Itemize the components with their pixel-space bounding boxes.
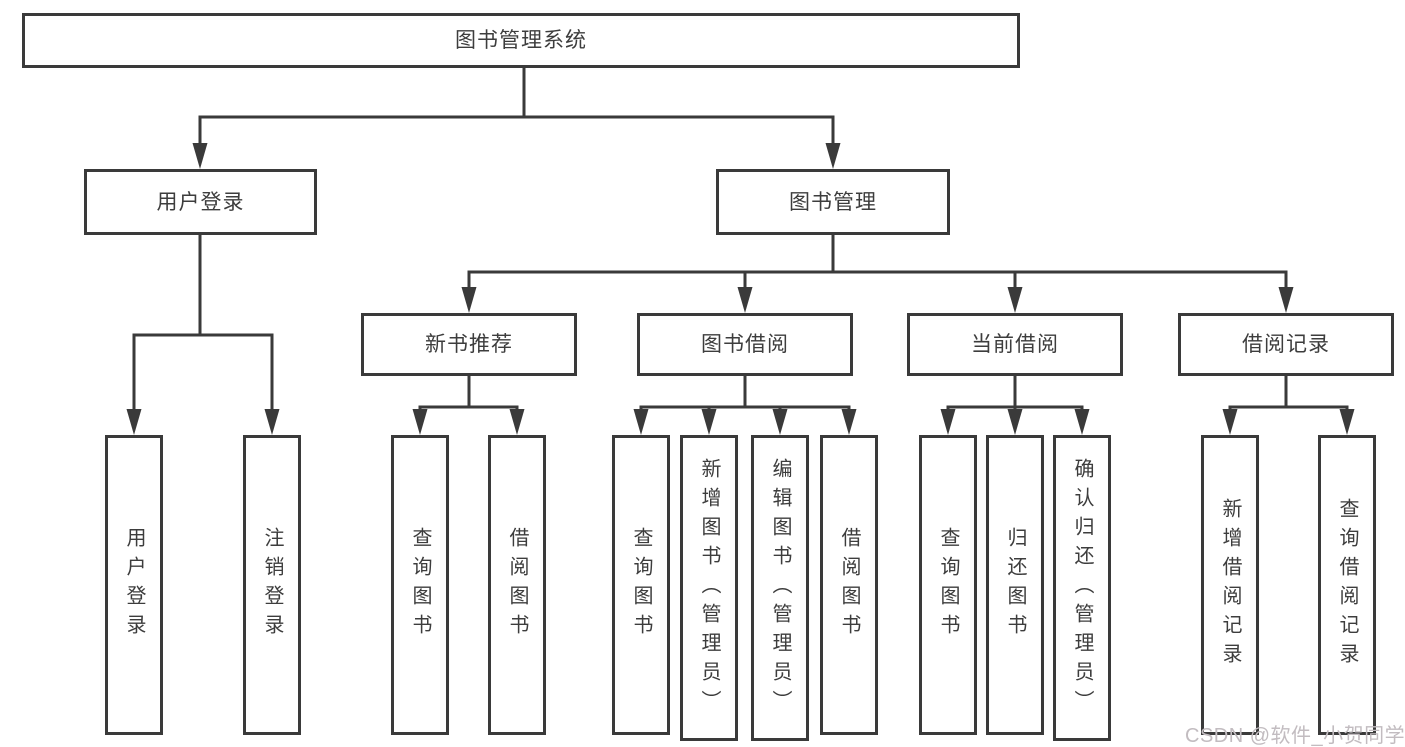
leaf-borrow-query-books: 查询图书 — [612, 435, 670, 735]
node-user-login: 用户登录 — [84, 169, 317, 235]
leaf-add-books-admin: 新增图书（管理员） — [680, 435, 738, 741]
node-borrow-records: 借阅记录 — [1178, 313, 1394, 376]
leaf-logout: 注销登录 — [243, 435, 301, 735]
leaf-recommend-borrow-books: 借阅图书 — [488, 435, 546, 735]
leaf-confirm-return-admin: 确认归还（管理员） — [1053, 435, 1111, 741]
leaf-user-login: 用户登录 — [105, 435, 163, 735]
leaf-recommend-query-books: 查询图书 — [391, 435, 449, 735]
leaf-borrow-books: 借阅图书 — [820, 435, 878, 735]
node-book-borrow: 图书借阅 — [637, 313, 853, 376]
leaf-current-query-books: 查询图书 — [919, 435, 977, 735]
node-new-book-recommend: 新书推荐 — [361, 313, 577, 376]
node-library-management-system: 图书管理系统 — [22, 13, 1020, 68]
node-current-borrow: 当前借阅 — [907, 313, 1123, 376]
watermark: CSDN @软件_小贺同学 — [1185, 725, 1405, 747]
leaf-edit-books-admin: 编辑图书（管理员） — [751, 435, 809, 741]
node-book-management: 图书管理 — [716, 169, 950, 235]
leaf-return-books: 归还图书 — [986, 435, 1044, 735]
leaf-query-borrow-record: 查询借阅记录 — [1318, 435, 1376, 735]
leaf-add-borrow-record: 新增借阅记录 — [1201, 435, 1259, 735]
